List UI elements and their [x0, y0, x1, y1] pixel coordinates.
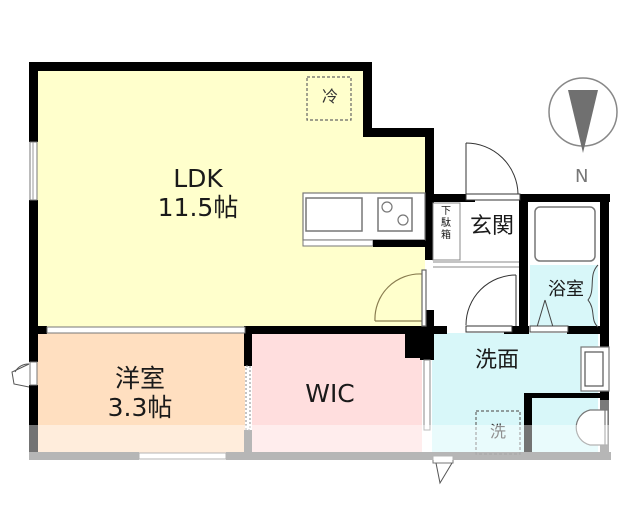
- ldk-room: [37, 70, 425, 330]
- kitchen-counter: [302, 192, 426, 247]
- bath-label: 浴室: [548, 279, 584, 300]
- wic-door: [423, 359, 431, 431]
- compass-north-label: N: [575, 166, 589, 187]
- washroom-label: 洗面: [474, 348, 519, 373]
- bathtub: [534, 206, 596, 262]
- washer-mark: 洗: [489, 422, 506, 441]
- western-name: 洋室: [114, 364, 165, 393]
- washroom-door: [432, 455, 454, 485]
- fridge-mark: 冷: [321, 87, 338, 106]
- western-window-door: [11, 363, 30, 388]
- western-label: 洋室 3.3帖: [95, 364, 185, 423]
- western-size: 3.3帖: [107, 392, 173, 422]
- inner-door: [465, 274, 517, 333]
- wic-label: WIC: [305, 379, 355, 408]
- doors: [374, 269, 427, 327]
- bath-room: [530, 265, 598, 327]
- washbasin: [580, 346, 610, 392]
- fridge-space: [306, 76, 352, 121]
- shoe-box: [432, 202, 461, 261]
- washer-space: [475, 410, 521, 455]
- entrance-door: [465, 142, 521, 201]
- toilet: [575, 409, 609, 446]
- ldk-name: LDK: [173, 164, 223, 193]
- ldk-size: 11.5帖: [157, 192, 239, 222]
- compass-icon: [548, 77, 618, 153]
- bath-door: [529, 264, 599, 333]
- folding-door: [245, 365, 251, 431]
- wic-room: [252, 333, 422, 455]
- shoe-box-label: 下駄箱: [441, 206, 451, 241]
- ldk-label: LDK 11.5帖: [148, 164, 248, 223]
- entrance-label: 玄関: [469, 214, 514, 239]
- western-room: [37, 333, 245, 455]
- walls: [29, 62, 610, 460]
